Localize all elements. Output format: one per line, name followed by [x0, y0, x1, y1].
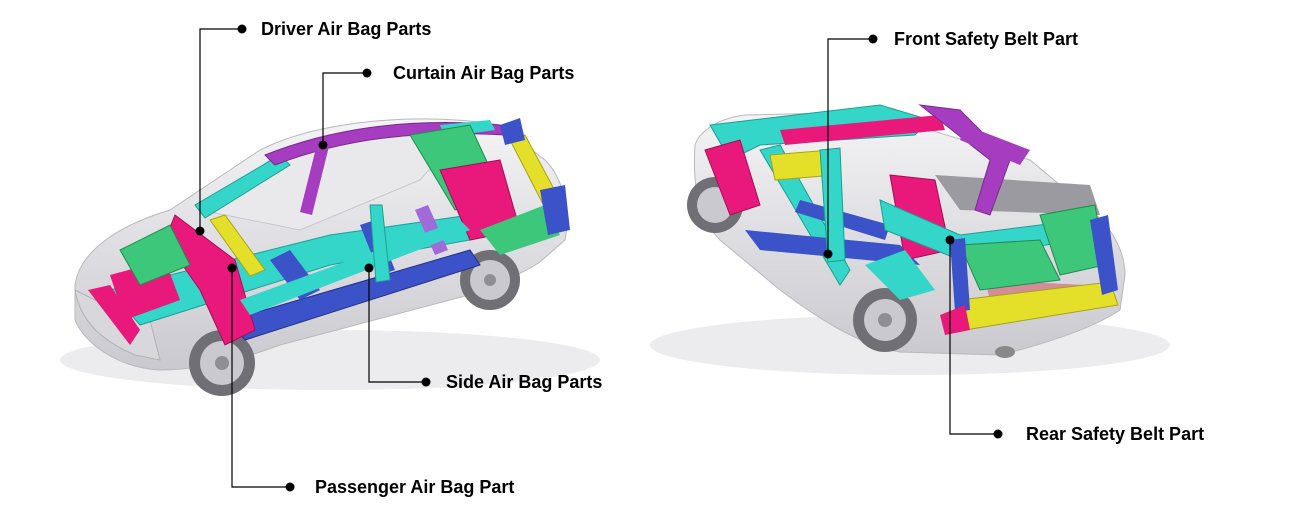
curtain-air-bag-dot-point [318, 140, 328, 150]
side-air-bag-dot-label [421, 377, 431, 387]
rear-safety-belt-leader [949, 240, 998, 435]
driver-air-bag-label: Driver Air Bag Parts [261, 19, 432, 39]
passenger-air-bag-leader [231, 268, 290, 488]
curtain-air-bag-label: Curtain Air Bag Parts [393, 63, 575, 83]
front-safety-belt-dot-label [868, 34, 878, 44]
leader-lines [199, 28, 998, 488]
side-air-bag-dot-point [364, 263, 374, 273]
curtain-air-bag-leader [322, 72, 367, 145]
curtain-air-bag-dot-label [362, 68, 372, 78]
leader-dots [195, 24, 1003, 492]
left-car-safety-frame [88, 118, 570, 346]
front-safety-belt-dot-point [823, 249, 833, 259]
passenger-air-bag-dot-point [227, 263, 237, 273]
passenger-air-bag-label: Passenger Air Bag Part [315, 477, 515, 497]
side-air-bag-leader [368, 268, 426, 383]
rear-safety-belt-dot-label [993, 429, 1003, 439]
passenger-air-bag-dot-label [285, 482, 295, 492]
rear-safety-belt-dot-point [945, 235, 955, 245]
front-safety-belt-label: Front Safety Belt Part [894, 29, 1079, 49]
side-air-bag-label: Side Air Bag Parts [446, 372, 603, 392]
rear-safety-belt-label: Rear Safety Belt Part [1026, 424, 1205, 444]
front-safety-belt-leader [827, 38, 873, 254]
driver-air-bag-leader [199, 28, 242, 231]
driver-air-bag-dot-label [237, 24, 247, 34]
right-car-safety-frame [704, 104, 1119, 335]
driver-air-bag-dot-point [195, 226, 205, 236]
